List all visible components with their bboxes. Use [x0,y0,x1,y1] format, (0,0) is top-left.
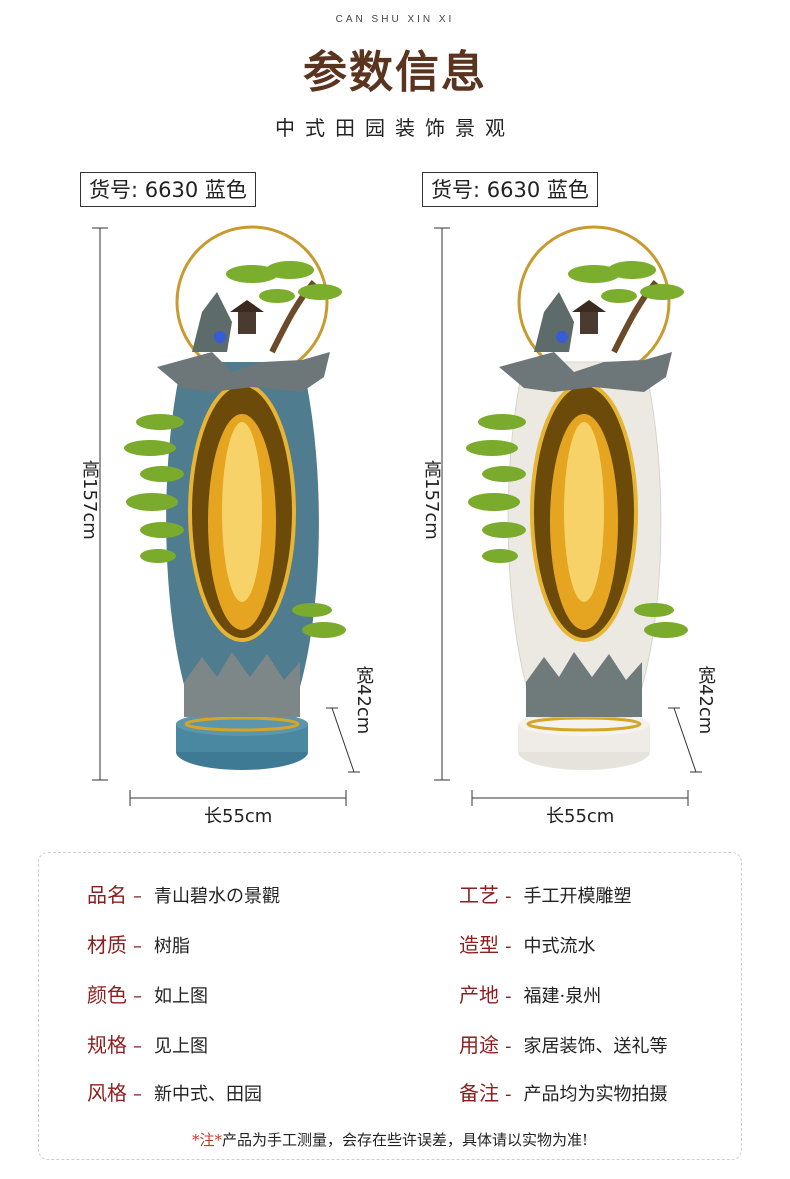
spec-row-shape: 造型-中式流水 [459,929,596,958]
width-label: 宽42cm [353,666,374,735]
length-label: 长55cm [546,806,615,827]
spec-row-usage: 用途-家居装饰、送礼等 [459,1029,668,1058]
spec-key: 产地 [459,983,499,1007]
spec-key: 备注 [459,1081,499,1105]
page-subtitle: 中式田园装饰景观 [275,116,515,140]
spec-value: 家居装饰、送礼等 [523,1036,668,1057]
height-label: 高157cm [421,460,442,540]
spec-key: 造型 [459,933,499,957]
spec-key: 颜色 [87,983,127,1007]
spec-row-size: 规格–见上图 [87,1029,208,1058]
spec-row-origin: 产地-福建·泉州 [459,979,601,1008]
spec-row-craft: 工艺-手工开模雕塑 [459,879,632,908]
spec-panel: 品名–青山碧水の景觀 材质–树脂 颜色–如上图 规格–见上图 风格–新中式、田园… [38,852,742,1160]
length-label: 长55cm [204,806,273,827]
spec-row-material: 材质–树脂 [87,929,190,958]
spec-key: 工艺 [459,883,499,907]
spec-sep: – [133,1036,142,1057]
spec-key: 用途 [459,1033,499,1057]
page-title: 参数信息 [303,47,487,98]
spec-sep: - [505,1036,512,1057]
product-code: 货号: 6630 蓝色 [80,172,256,207]
spec-value: 福建·泉州 [523,986,602,1007]
spec-value: 见上图 [154,1036,208,1057]
spec-sep: – [133,986,142,1007]
spec-sep: - [505,986,512,1007]
spec-sep: – [133,1084,142,1105]
spec-row-style: 风格–新中式、田园 [87,1077,262,1106]
product-card-white: 货号: 6630 蓝色 [404,172,734,827]
spec-value: 如上图 [154,986,208,1007]
spec-value: 中式流水 [523,936,596,957]
product-code: 货号: 6630 蓝色 [422,172,598,207]
disclaimer-note: *注*产品为手工测量，会存在些许误差，具体请以实物为准! [39,1129,741,1150]
spec-sep: - [505,1084,512,1105]
fountain-illustration [434,225,702,806]
spec-value: 产品均为实物拍摄 [523,1084,668,1105]
spec-sep: - [505,886,512,907]
spec-sep: – [133,936,142,957]
spec-key: 品名 [87,883,127,907]
spec-value: 青山碧水の景觀 [154,886,280,907]
spec-value: 新中式、田园 [154,1084,262,1105]
spec-row-color: 颜色–如上图 [87,979,208,1008]
spec-sep: - [505,936,512,957]
width-label: 宽42cm [695,666,716,735]
product-card-blue: 货号: 6630 蓝色 [62,172,392,827]
spec-row-remark: 备注-产品均为实物拍摄 [459,1077,668,1106]
spec-key: 材质 [87,933,127,957]
height-label: 高157cm [79,460,100,540]
note-text: 产品为手工测量，会存在些许误差，具体请以实物为准! [221,1131,589,1149]
spec-value: 树脂 [154,936,190,957]
spec-sep: – [133,886,142,907]
spec-key: 规格 [87,1033,127,1057]
spec-key: 风格 [87,1081,127,1105]
note-mark: *注* [191,1131,222,1149]
fountain-illustration [92,225,360,806]
spec-value: 手工开模雕塑 [523,886,632,907]
spec-row-name: 品名–青山碧水の景觀 [87,879,280,908]
pinyin-heading: CAN SHU XIN XI [335,14,455,25]
